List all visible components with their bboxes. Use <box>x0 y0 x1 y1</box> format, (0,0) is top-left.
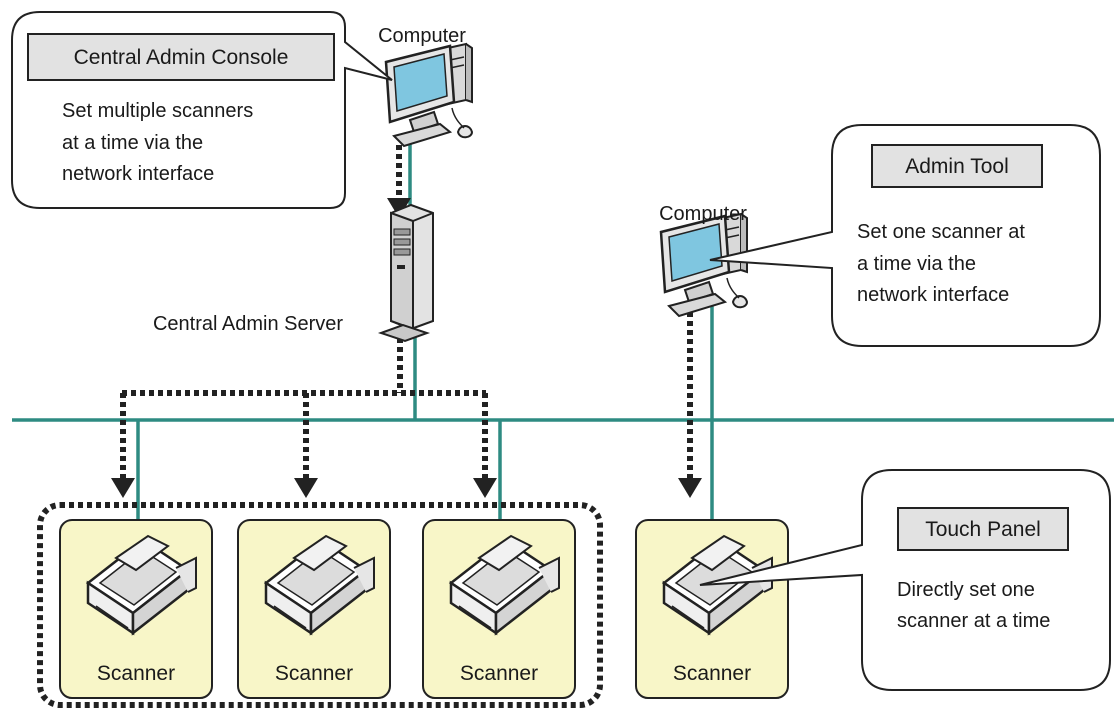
server-icon <box>380 204 434 342</box>
scanner-label: Scanner <box>97 662 175 685</box>
scanner-label: Scanner <box>275 662 353 685</box>
server-label: Central Admin Server <box>153 313 343 335</box>
computer-icon <box>659 212 749 318</box>
scanner-unit-3: Scanner <box>422 519 576 699</box>
callout-title: Touch Panel <box>925 518 1041 541</box>
flow-arrowhead <box>111 478 135 498</box>
console-computer <box>384 42 474 148</box>
scanner-unit-2: Scanner <box>237 519 391 699</box>
scanner-label: Scanner <box>673 662 751 685</box>
callout-line: at a time via the <box>62 132 203 154</box>
callout-line: network interface <box>62 163 214 185</box>
callout-admin-tool: Admin Tool Set one scanner at a time via… <box>709 124 1101 347</box>
computer-icon <box>384 42 474 148</box>
callout-title: Admin Tool <box>905 155 1009 178</box>
central-admin-server <box>380 204 434 342</box>
callout-line: scanner at a time <box>897 610 1050 632</box>
flow-arrowhead <box>294 478 318 498</box>
scanner-unit-1: Scanner <box>59 519 213 699</box>
flow-arrowhead <box>678 478 702 498</box>
callout-central-admin-console: Central Admin Console Set multiple scann… <box>11 11 393 209</box>
callout-title: Central Admin Console <box>74 46 289 69</box>
callout-line: Directly set one <box>897 579 1035 601</box>
scanner-unit-4: Scanner <box>635 519 789 699</box>
scanner-label: Scanner <box>460 662 538 685</box>
flow-arrowhead <box>473 478 497 498</box>
admin-tool-computer <box>659 212 749 318</box>
callout-line: Set multiple scanners <box>62 100 253 122</box>
callout-line: a time via the <box>857 253 976 275</box>
callout-line: network interface <box>857 284 1009 306</box>
scanner-group-frame <box>37 502 603 708</box>
computer-label-2: Computer <box>659 203 747 225</box>
callout-line: Set one scanner at <box>857 221 1025 243</box>
computer-label-1: Computer <box>378 25 466 47</box>
flow-arrowhead <box>387 198 411 218</box>
callout-touch-panel: Touch Panel Directly set one scanner at … <box>699 469 1111 691</box>
